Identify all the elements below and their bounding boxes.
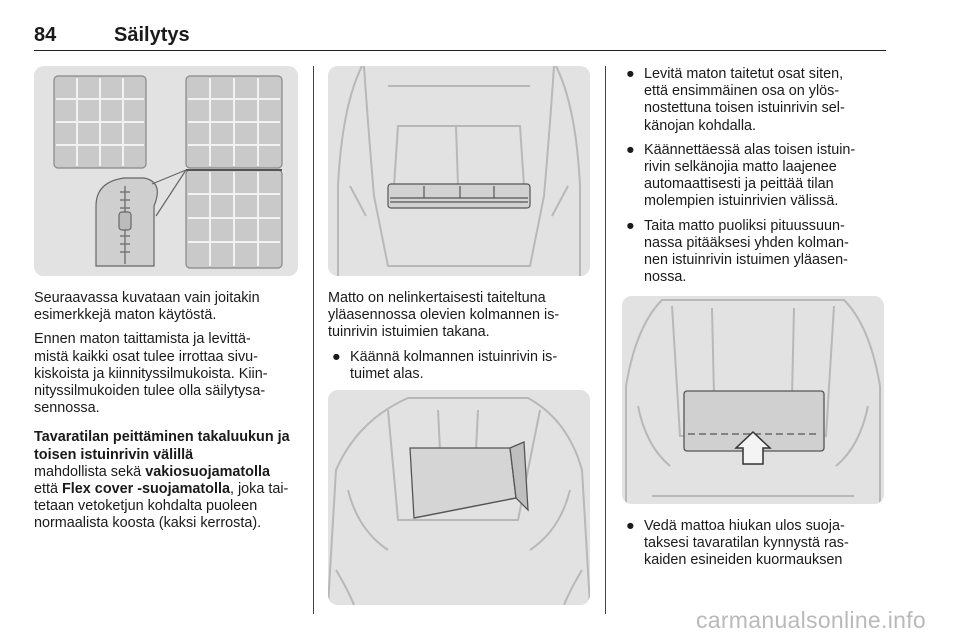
bullet-dot: ● <box>626 141 635 158</box>
paragraph-line: mistä kaikki osat tulee irrottaa sivu- <box>34 348 258 365</box>
intro-line: Seuraavassa kuvataan vain joitakin <box>34 290 260 306</box>
paragraph-line: sennossa. <box>34 400 100 417</box>
bullet-item: ● Levitä maton taitetut osat siten, että… <box>626 66 845 134</box>
zipper-mat-illustration <box>34 66 298 276</box>
paragraph-line: kiskoista ja kiinnityssilmukoista. Kiin- <box>34 365 268 382</box>
paragraph-line: että Flex cover -suojamatolla, joka tai- <box>34 481 289 498</box>
page-number: 84 <box>34 24 57 46</box>
term-vakiosuojamatto: vakiosuojamatolla <box>145 463 270 480</box>
column-divider-left <box>313 66 314 614</box>
term-flex-cover: Flex cover -suojamatolla <box>62 481 230 498</box>
section-title: Säilytys <box>114 24 190 46</box>
bullet-item: ● Käännä kolmannen istuinrivin is- tuime… <box>332 348 558 382</box>
column-divider-right <box>605 66 606 614</box>
bullet-dot: ● <box>626 518 635 534</box>
paragraph-line: normaalista koosta (kaksi kerrosta). <box>34 515 262 532</box>
bullet-item: ● Vedä mattoa hiukan ulos suoja- taksesi… <box>626 518 849 569</box>
column-2-text: Matto on nelinkertaisesti taiteltuna ylä… <box>328 290 598 383</box>
paragraph-line: mahdollista sekä vakiosuojamatolla <box>34 463 270 480</box>
bullet-dot: ● <box>332 348 341 365</box>
paragraph-line: Matto on nelinkertaisesti taiteltuna <box>328 290 546 306</box>
column-1-text: Seuraavassa kuvataan vain joitakin esime… <box>34 290 304 533</box>
paragraph-line: nityssilmukoiden tulee olla säilytysa- <box>34 383 266 400</box>
trunk-mat-spread-illustration <box>328 390 590 605</box>
subheading-line: Tavaratilan peittäminen takaluukun ja <box>34 429 290 446</box>
paragraph-line: yläasennossa olevien kolmannen is- <box>328 307 560 324</box>
trunk-mat-pull-out-illustration <box>622 296 884 504</box>
page-header: 84 Säilytys <box>34 18 886 51</box>
paragraph-line: Ennen maton taittamista ja levittä- <box>34 331 251 348</box>
paragraph-line: tuinrivin istuimien takana. <box>328 324 490 341</box>
intro-line: esimerkkejä maton käytöstä. <box>34 307 217 324</box>
trunk-folded-mat-illustration <box>328 66 590 276</box>
bullet-dot: ● <box>626 66 635 82</box>
paragraph-line: tetaan vetoketjun kohdalta puoleen <box>34 498 258 515</box>
bullet-dot: ● <box>626 217 635 234</box>
column-3-text-top: ● Levitä maton taitetut osat siten, että… <box>622 66 894 286</box>
watermark: carmanualsonline.info <box>695 607 926 633</box>
bullet-item: ● Käännettäessä alas toisen istuin- rivi… <box>626 141 856 210</box>
subheading-line: toisen istuinrivin välillä <box>34 446 194 463</box>
column-3-text-bottom: ● Vedä mattoa hiukan ulos suoja- taksesi… <box>622 518 894 570</box>
bullet-item: ● Taita matto puoliksi pituussuun- nassa… <box>626 217 849 286</box>
